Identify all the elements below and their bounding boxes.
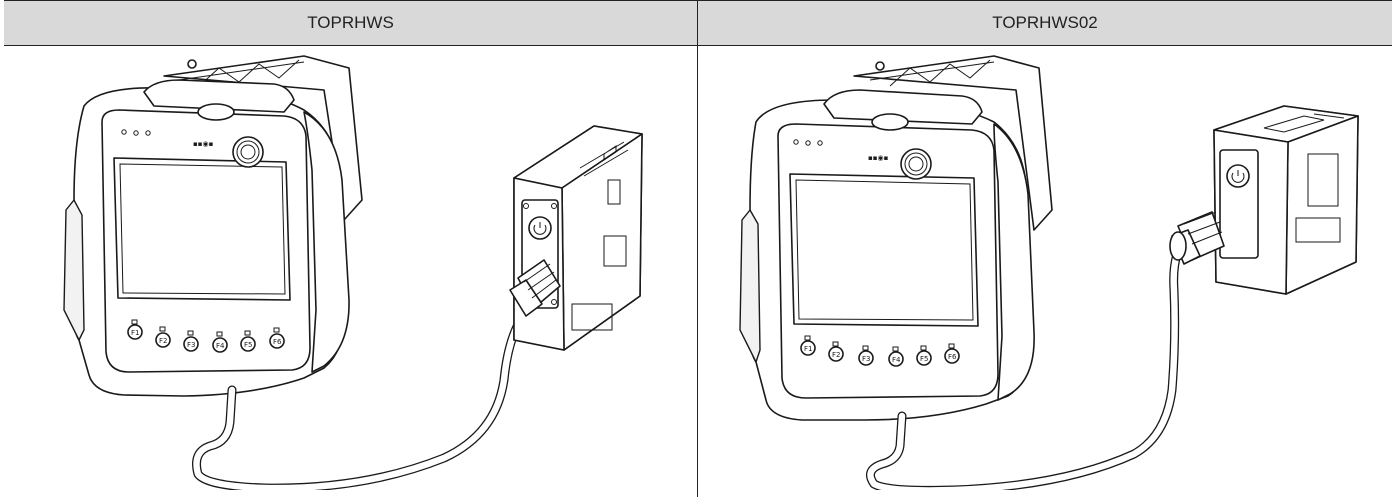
function-key-label: F3 xyxy=(187,341,195,349)
function-key-label: F6 xyxy=(273,338,282,346)
function-key-label: F6 xyxy=(948,353,957,361)
column-divider xyxy=(697,0,698,497)
comparison-table: TOPRHWS TOPRHWS02 ▪▪◉▪ xyxy=(4,0,1392,497)
function-key-label: F1 xyxy=(804,345,812,353)
function-key-label: F1 xyxy=(131,329,139,337)
toprhws02-illustration: ▪▪◉▪ F1 F2 F3 F4 F5 F6 xyxy=(704,50,1392,490)
brand-logo: ▪▪◉▪ xyxy=(193,140,214,148)
function-key-label: F4 xyxy=(216,342,225,350)
brand-logo: ▪▪◉▪ xyxy=(868,154,889,162)
table-header-row: TOPRHWS TOPRHWS02 xyxy=(4,0,1392,46)
toprhws02-connector-box xyxy=(1213,105,1359,295)
function-key-label: F5 xyxy=(244,341,252,349)
toprhws-illustration: ▪▪◉▪ F1 F2 F3 F4 F5 F6 xyxy=(4,50,694,490)
mount-screw-icon xyxy=(187,59,197,69)
toprhws-connector-box xyxy=(513,125,643,351)
mount-screw-icon xyxy=(875,61,885,71)
toprhws02-screen xyxy=(789,173,979,327)
function-key-label: F3 xyxy=(862,355,870,363)
toprhws-function-keys: F1 F2 F3 F4 F5 F6 xyxy=(127,319,285,353)
toprhws02-drawing: ▪▪◉▪ F1 F2 F3 F4 F5 F6 xyxy=(739,55,1359,490)
function-key-label: F2 xyxy=(159,337,167,345)
function-key-label: F2 xyxy=(832,351,840,359)
column-header-toprhws02: TOPRHWS02 xyxy=(992,13,1098,32)
toprhws-screen xyxy=(113,157,291,301)
function-key-label: F5 xyxy=(920,355,928,363)
toprhws02-function-keys: F1 F2 F3 F4 F5 F6 xyxy=(800,335,960,367)
toprhws-drawing: ▪▪◉▪ F1 F2 F3 F4 F5 F6 xyxy=(63,55,643,490)
function-key-label: F4 xyxy=(892,356,901,364)
column-header-toprhws: TOPRHWS xyxy=(307,13,394,32)
